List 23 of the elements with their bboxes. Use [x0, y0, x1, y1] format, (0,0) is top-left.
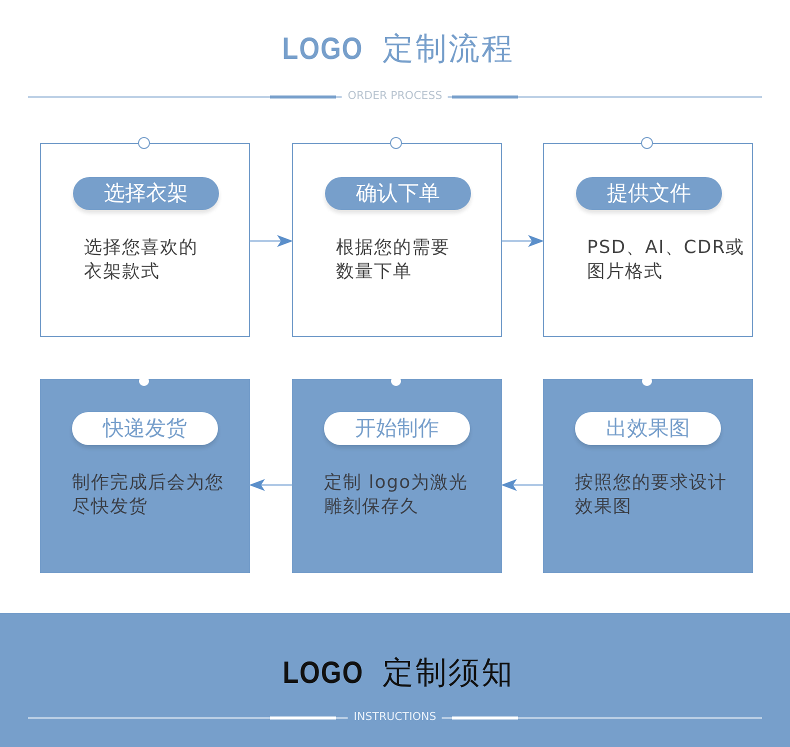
- arrow: [502, 235, 544, 247]
- step-title: 提供文件: [576, 177, 722, 210]
- step-title: 出效果图: [575, 412, 721, 445]
- step-title: 开始制作: [324, 412, 470, 445]
- step-card: [292, 379, 502, 573]
- subtitle: INSTRUCTIONS: [348, 710, 442, 723]
- step-description: PSD、AI、CDR或图片格式: [587, 236, 746, 284]
- step-title: 选择衣架: [73, 177, 219, 210]
- step-description: 制作完成后会为您尽快发货: [72, 471, 225, 519]
- title: LOGO 定制流程: [282, 30, 516, 69]
- arrow: [250, 235, 293, 247]
- step-description: 根据您的需要数量下单: [336, 236, 451, 284]
- step-description: 按照您的要求设计效果图: [575, 471, 728, 519]
- arrow: [249, 479, 292, 491]
- subtitle: ORDER PROCESS: [342, 89, 448, 102]
- step-description: 定制 logo为激光雕刻保存久: [324, 471, 470, 519]
- step-card: [543, 379, 753, 573]
- step-description: 选择您喜欢的衣架款式: [84, 236, 199, 284]
- section-heading: LOGO 定制须知: [282, 654, 515, 693]
- arrow: [501, 479, 544, 491]
- step-title: 确认下单: [325, 177, 471, 210]
- step-title: 快递发货: [72, 412, 218, 445]
- step-card: [40, 379, 250, 573]
